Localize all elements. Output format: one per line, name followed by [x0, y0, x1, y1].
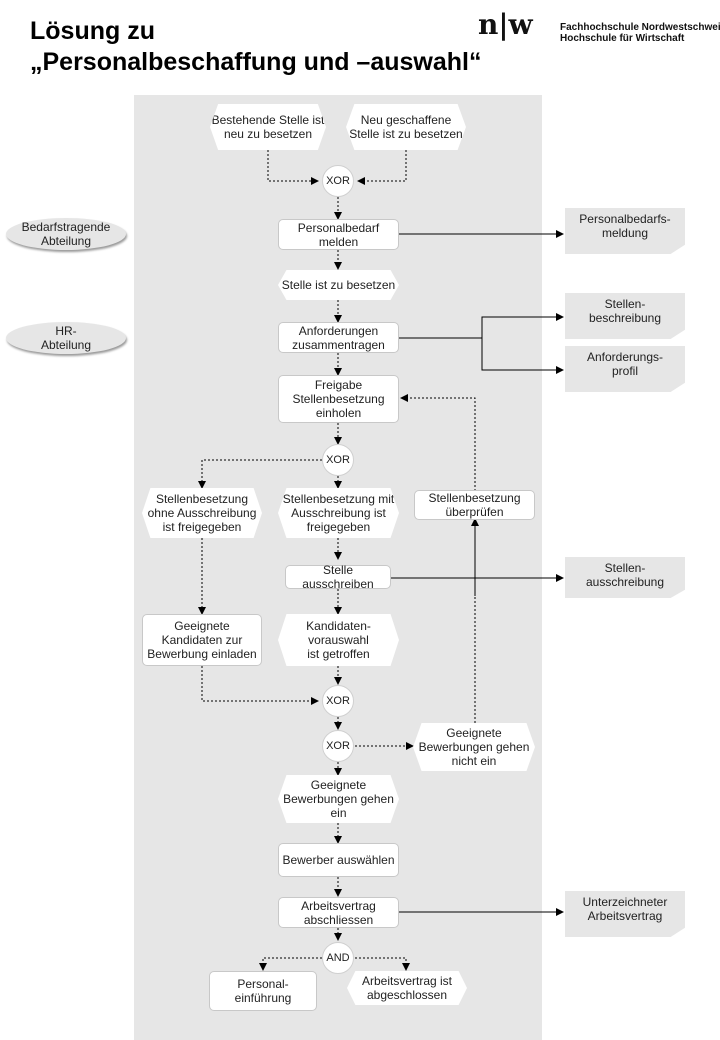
xor-gateway-3: XOR [322, 685, 354, 717]
function-arbeitsvertrag-abschliessen: Arbeitsvertrag abschliessen [278, 897, 399, 928]
document-anforderungsprofil: Anforderungs- profil [565, 346, 685, 392]
document-personalbedarfsmeldung: Personalbedarfs- meldung [565, 208, 685, 254]
info-arrow [399, 313, 564, 339]
flow-arrow [400, 394, 476, 723]
title-line-1: Lösung zu [30, 17, 155, 45]
university-logo: n|w Fachhochschule Nordwestschweiz Hochs… [478, 8, 720, 48]
event-bestehende-stelle: Bestehende Stelle ist neu zu besetzen [210, 104, 326, 150]
flow-arrow [259, 957, 322, 971]
flow-arrow [198, 459, 322, 489]
event-bewerbungen-gehen-nicht-ein: Geeignete Bewerbungen gehen nicht ein [413, 723, 535, 771]
flow-arrow [267, 150, 319, 185]
org-unit-hr: HR- Abteilung [6, 322, 126, 354]
event-stelle-zu-besetzen: Stelle ist zu besetzen [278, 270, 399, 300]
page-title: Lösung zu „Personalbeschaffung und –ausw… [30, 16, 481, 78]
xor-gateway-2: XOR [322, 444, 354, 476]
event-bewerbungen-gehen-ein: Geeignete Bewerbungen gehen ein [278, 775, 399, 823]
function-kandidaten-einladen: Geeignete Kandidaten zur Bewerbung einla… [142, 614, 262, 666]
xor-gateway-1: XOR [322, 165, 354, 197]
event-neu-geschaffene-stelle: Neu geschaffene Stelle ist zu besetzen [346, 104, 466, 150]
flow-arrow [355, 957, 410, 971]
and-gateway: AND [322, 942, 354, 974]
event-kandidatenvorauswahl: Kandidaten- vorauswahl ist getroffen [278, 614, 399, 666]
document-arbeitsvertrag: Unterzeichneter Arbeitsvertrag [565, 891, 685, 937]
org-unit-bedarfstragend: Bedarfstragende Abteilung [6, 218, 126, 250]
function-freigabe-einholen: Freigabe Stellenbesetzung einholen [278, 375, 399, 423]
xor-gateway-4: XOR [322, 730, 354, 762]
function-personalbedarf-melden: Personalbedarf melden [278, 219, 399, 250]
event-mit-ausschreibung-freigegeben: Stellenbesetzung mit Ausschreibung ist f… [278, 488, 399, 538]
logo-line-1: Fachhochschule Nordwestschweiz [560, 22, 720, 33]
flow-arrow [201, 666, 319, 705]
info-arrow [481, 338, 564, 374]
logo-mark: n|w [478, 8, 533, 41]
function-bewerber-auswaehlen: Bewerber auswählen [278, 843, 399, 877]
title-line-2: „Personalbeschaffung und –auswahl“ [30, 48, 482, 76]
document-stellenausschreibung: Stellen- ausschreibung [565, 557, 685, 598]
logo-text: Fachhochschule Nordwestschweiz Hochschul… [560, 22, 720, 44]
flow-arrow [357, 150, 407, 185]
logo-line-2: Hochschule für Wirtschaft [560, 33, 685, 44]
function-personaleinfuehrung: Personal- einführung [209, 971, 317, 1011]
function-anforderungen-zusammentragen: Anforderungen zusammentragen [278, 322, 399, 353]
event-ohne-ausschreibung-freigegeben: Stellenbesetzung ohne Ausschreibung ist … [142, 488, 262, 538]
event-arbeitsvertrag-abgeschlossen: Arbeitsvertrag ist abgeschlossen [347, 971, 467, 1005]
function-stelle-ausschreiben: Stelle ausschreiben [285, 563, 391, 591]
function-stellenbesetzung-ueberpruefen: Stellenbesetzung überprüfen [414, 490, 535, 520]
document-stellenbeschreibung: Stellen- beschreibung [565, 293, 685, 339]
